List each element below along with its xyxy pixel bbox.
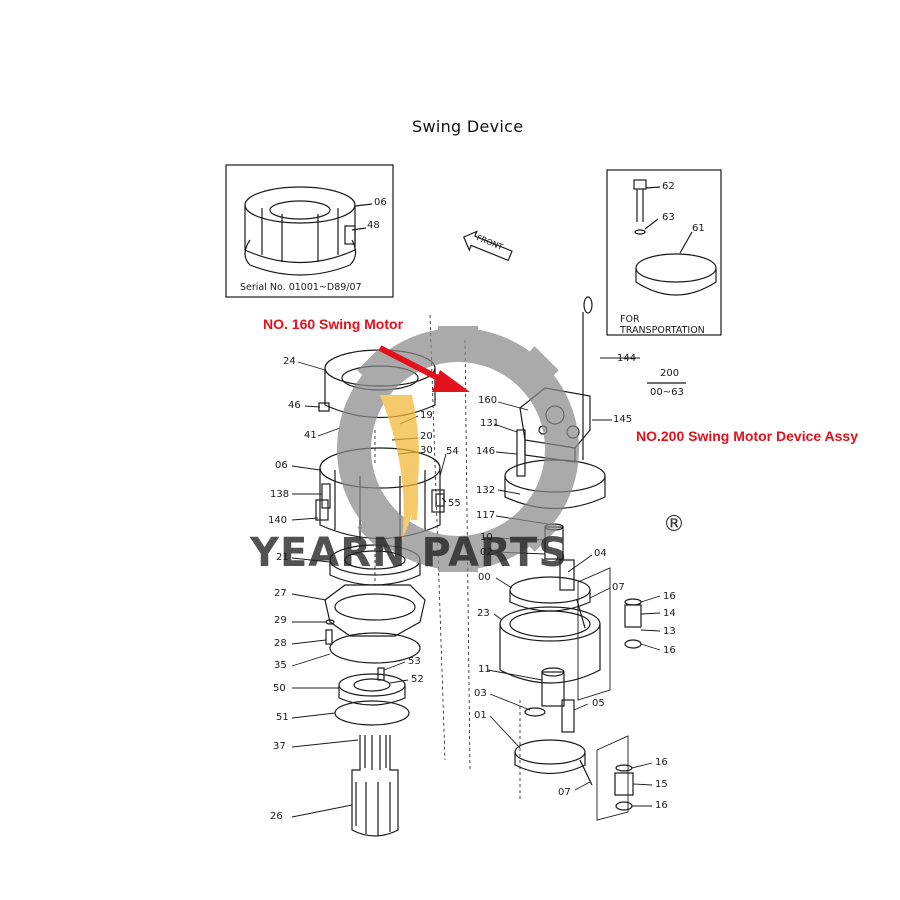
part-label: 06 bbox=[275, 460, 288, 471]
swing-motor-callout: NO. 160 Swing Motor bbox=[263, 316, 404, 332]
part-label: 62 bbox=[662, 181, 675, 192]
swing-motor-assy-callout: NO.200 Swing Motor Device Assy bbox=[636, 428, 858, 444]
pin-05-drawing bbox=[561, 699, 575, 733]
part-label: 24 bbox=[283, 356, 296, 367]
part-label: 61 bbox=[692, 223, 705, 234]
part-label: 02 bbox=[480, 547, 493, 558]
watermark-text: YEARN PARTS bbox=[250, 530, 569, 576]
part-label: 23 bbox=[477, 608, 490, 619]
part-label: 37 bbox=[273, 741, 286, 752]
range-bottom-label: 00~63 bbox=[650, 387, 684, 398]
cover-61-drawing bbox=[635, 253, 717, 296]
planet-inset-upper bbox=[577, 567, 611, 701]
page-title: Swing Device bbox=[412, 117, 524, 136]
part-label: 55 bbox=[448, 498, 461, 509]
bolt-28-drawing bbox=[325, 629, 333, 645]
part-label: 41 bbox=[304, 430, 317, 441]
transport-inset-frame bbox=[606, 169, 722, 336]
bolt-53-drawing bbox=[377, 667, 385, 681]
callout-arrow bbox=[378, 345, 470, 392]
bolt-138-drawing bbox=[321, 483, 331, 509]
registered-mark: ® bbox=[663, 512, 685, 537]
part-label: 16 bbox=[663, 645, 676, 656]
watermark-gear-icon bbox=[337, 326, 579, 572]
ring-gear-23-drawing bbox=[499, 606, 601, 684]
part-label: 46 bbox=[288, 400, 301, 411]
part-label: 07 bbox=[558, 787, 571, 798]
part-label: 06 bbox=[374, 197, 387, 208]
housing-06-drawing bbox=[244, 186, 357, 276]
bolt-146-drawing bbox=[516, 429, 526, 477]
part-label: 145 bbox=[613, 414, 633, 425]
part-label: 51 bbox=[276, 712, 289, 723]
part-label: 16 bbox=[655, 800, 668, 811]
part-label: 07 bbox=[612, 582, 625, 593]
part-label: 01 bbox=[474, 710, 487, 721]
serial-label: Serial No. 01001~D89/07 bbox=[240, 282, 362, 293]
shaft-26-drawing bbox=[351, 735, 399, 837]
bolt-62-drawing bbox=[633, 179, 647, 222]
part-label: 27 bbox=[274, 588, 287, 599]
hub-50-drawing bbox=[338, 673, 406, 706]
range-top-label: 200 bbox=[660, 368, 680, 379]
plate-27-drawing bbox=[324, 584, 426, 637]
part-label: 52 bbox=[411, 674, 424, 685]
ring-35-drawing bbox=[329, 632, 421, 664]
part-label: 53 bbox=[408, 656, 421, 667]
front-arrow bbox=[462, 230, 513, 262]
part-label: 146 bbox=[476, 446, 496, 457]
part-label: 48 bbox=[367, 220, 380, 231]
part-label: 05 bbox=[592, 698, 605, 709]
part-label: 11 bbox=[478, 664, 491, 675]
part-label: 15 bbox=[655, 779, 668, 790]
part-label: 54 bbox=[446, 446, 459, 457]
part-label: 160 bbox=[478, 395, 498, 406]
part-label: 131 bbox=[480, 418, 500, 429]
part-label: 30 bbox=[420, 445, 433, 456]
part-label: 03 bbox=[474, 688, 487, 699]
pin-07-drawing bbox=[579, 759, 593, 786]
planet-gear-15-drawing bbox=[614, 764, 634, 811]
part-label: 19 bbox=[420, 410, 433, 421]
part-label: 28 bbox=[274, 638, 287, 649]
part-label: 14 bbox=[663, 608, 676, 619]
part-label: 144 bbox=[617, 353, 637, 364]
transport-label-line1: FOR bbox=[620, 314, 640, 325]
part-label: 21 bbox=[276, 552, 289, 563]
part-label: 13 bbox=[663, 626, 676, 637]
left-leader-lines bbox=[291, 361, 447, 818]
part-label: 10 bbox=[480, 532, 493, 543]
part-label: 50 bbox=[273, 683, 286, 694]
plug-46-drawing bbox=[318, 402, 330, 412]
transport-label-line2: TRANSPORTATION bbox=[620, 325, 705, 336]
washer-63-drawing bbox=[634, 229, 646, 235]
part-label: 16 bbox=[655, 757, 668, 768]
part-label: 16 bbox=[663, 591, 676, 602]
part-label: 132 bbox=[476, 485, 496, 496]
part-label: 63 bbox=[662, 212, 675, 223]
part-label: 04 bbox=[594, 548, 607, 559]
serial-inset-frame bbox=[225, 164, 394, 298]
part-label: 140 bbox=[268, 515, 288, 526]
gear-11-drawing bbox=[541, 667, 565, 707]
part-label: 20 bbox=[420, 431, 433, 442]
planet-gear-14-drawing bbox=[624, 598, 642, 649]
carrier-01-drawing bbox=[514, 707, 586, 774]
part-label: 26 bbox=[270, 811, 283, 822]
part-label: 00 bbox=[478, 572, 491, 583]
part-label: 138 bbox=[270, 489, 290, 500]
part-label: 35 bbox=[274, 660, 287, 671]
planet-inset-lower bbox=[596, 735, 629, 821]
part-label: 29 bbox=[274, 615, 287, 626]
part-label: 117 bbox=[476, 510, 496, 521]
